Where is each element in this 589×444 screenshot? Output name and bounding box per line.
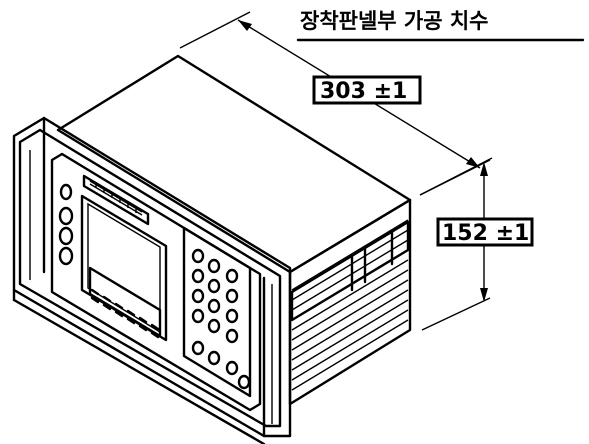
depth-arrow-back [238, 20, 252, 31]
side-face-ribs [290, 219, 410, 391]
left-button-4 [58, 246, 74, 266]
height-arrow-bottom [480, 288, 488, 302]
flange-outer [12, 116, 292, 438]
title-text: 장착판넬부 가공 치수 [300, 9, 489, 33]
display-window [80, 194, 168, 342]
height-arrow-top [480, 162, 488, 176]
diagram-title: 장착판넬부 가공 치수 [296, 9, 585, 42]
height-extension-bottom [421, 297, 491, 331]
height-extension-top [419, 159, 491, 196]
depth-arrow-front [466, 157, 480, 168]
left-button-3 [58, 226, 74, 246]
height-label-box [436, 217, 534, 247]
device-body [56, 54, 412, 406]
depth-dimension: 303 ±1 [179, 11, 493, 196]
left-button-2 [58, 206, 74, 226]
depth-extension-back [179, 11, 251, 49]
depth-label-box [312, 75, 422, 105]
height-dimension: 152 ±1 [419, 159, 534, 331]
front-flange [12, 116, 292, 444]
height-label: 152 ±1 [442, 221, 529, 246]
keypad-panel [182, 226, 252, 398]
keypad-keys [191, 248, 251, 390]
bottom-button-row [90, 288, 160, 339]
nameplate-strip [82, 174, 150, 226]
front-face [50, 152, 262, 412]
depth-label: 303 ±1 [320, 79, 407, 104]
flange-inner-edge [18, 128, 282, 428]
left-button-1 [59, 183, 73, 201]
left-button-column [58, 183, 74, 266]
